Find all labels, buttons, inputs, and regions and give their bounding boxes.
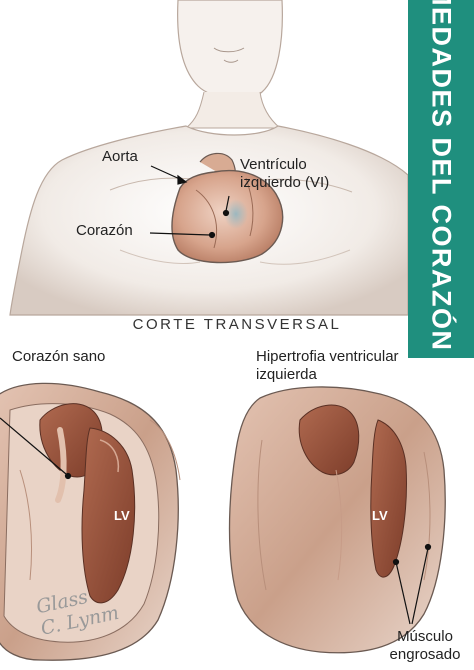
lv-label-healthy: LV	[114, 508, 130, 523]
label-aorta: Aorta	[102, 148, 138, 166]
label-heart: Corazón	[76, 222, 133, 240]
label-left-ventricle: Ventrículo izquierdo (VI)	[240, 156, 352, 192]
lv-label-hypertrophy: LV	[372, 508, 388, 523]
hypertrophy-title: Hipertrofia ventricular izquierda	[256, 348, 436, 384]
figure-caption: CORTE TRANSVERSAL	[0, 316, 474, 333]
side-title: MEDADES DEL CORAZÓN	[408, 0, 474, 358]
label-thickened-muscle: Músculo engrosado	[380, 628, 470, 664]
hypertrophy-heart-section	[230, 387, 446, 653]
healthy-heart-title: Corazón sano	[12, 348, 105, 366]
side-title-text: MEDADES DEL CORAZÓN	[426, 0, 457, 358]
